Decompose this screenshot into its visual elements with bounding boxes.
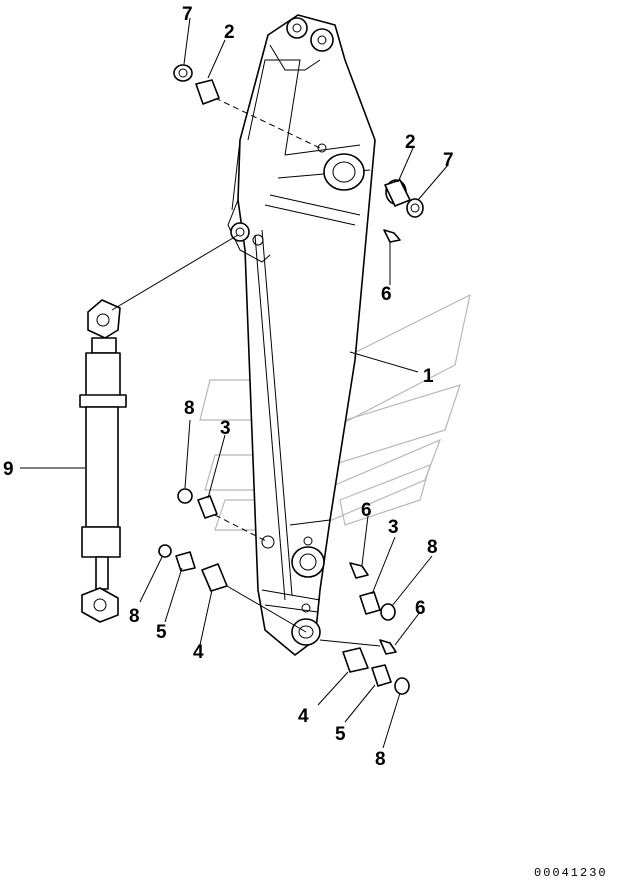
bushing-2-upper xyxy=(195,79,220,105)
hydraulic-cylinder xyxy=(79,299,127,623)
seal-8-right xyxy=(380,603,396,621)
callout-1: 1 xyxy=(423,366,434,387)
callout-7-right: 7 xyxy=(443,150,454,171)
fitting-6-lower xyxy=(379,639,397,655)
callout-3-right: 3 xyxy=(388,517,399,538)
fitting-6-mid xyxy=(349,562,369,579)
seal-8-lower-left xyxy=(158,544,172,558)
callout-3-left: 3 xyxy=(220,418,231,439)
bushing-5-left xyxy=(175,551,196,572)
callout-4-left: 4 xyxy=(193,642,204,663)
bushing-4-right xyxy=(342,647,369,673)
callout-4-right: 4 xyxy=(298,706,309,727)
callout-6-mid: 6 xyxy=(361,500,372,521)
seal-7-upper xyxy=(173,64,193,82)
callout-9: 9 xyxy=(3,459,14,480)
bushing-4-left xyxy=(201,563,228,592)
callout-7-upper: 7 xyxy=(182,4,193,25)
callout-8-left: 8 xyxy=(184,398,195,419)
callout-8-right: 8 xyxy=(427,537,438,558)
bushing-3-right xyxy=(359,591,381,615)
callout-8-lower-left: 8 xyxy=(129,606,140,627)
callout-2-upper: 2 xyxy=(224,22,235,43)
bushing-3-left xyxy=(197,495,218,519)
fitting-6-upper xyxy=(383,229,401,243)
callout-5-left: 5 xyxy=(156,622,167,643)
callout-6-lower: 6 xyxy=(415,598,426,619)
leader-lines xyxy=(20,17,449,749)
drawing-number: 00041230 xyxy=(534,866,608,880)
bushing-5-right xyxy=(371,664,392,687)
small-parts xyxy=(158,64,424,695)
callout-5-right: 5 xyxy=(335,724,346,745)
arm-body xyxy=(227,14,376,656)
seal-8-bottom xyxy=(394,677,410,695)
callout-8-bottom: 8 xyxy=(375,749,386,770)
callout-2-right: 2 xyxy=(405,132,416,153)
seal-7-right xyxy=(406,198,424,218)
seal-8-left xyxy=(177,488,193,504)
callout-6-upper: 6 xyxy=(381,284,392,305)
callout-labels: 1 2 2 3 3 4 4 5 5 6 6 6 7 7 8 8 8 8 9 xyxy=(3,4,454,770)
